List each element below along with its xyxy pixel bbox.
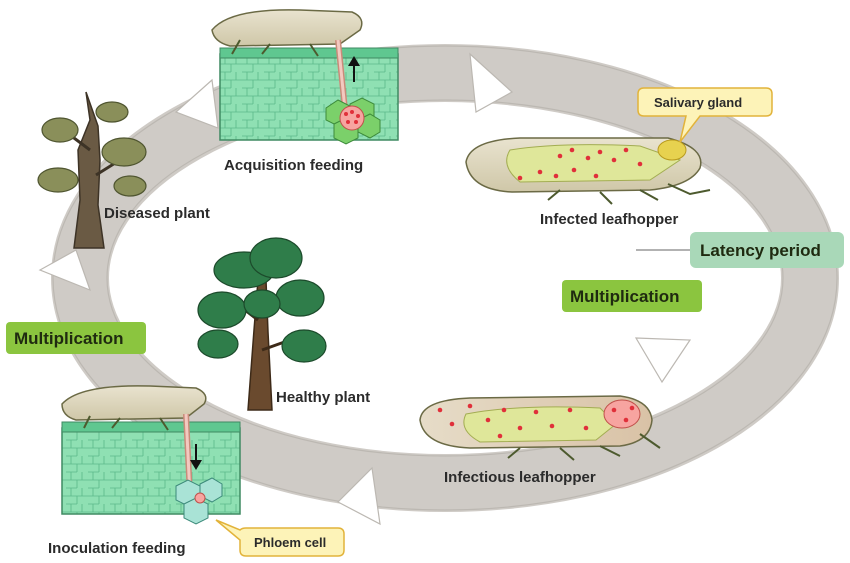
multiplication-tag-right: Multiplication (562, 280, 702, 312)
inoculation-feeding-label: Inoculation feeding (48, 540, 186, 557)
diseased-plant-illustration (37, 91, 147, 249)
multiplication-right-text: Multiplication (570, 287, 680, 306)
healthy-plant-label: Healthy plant (276, 389, 370, 406)
diseased-plant-label: Diseased plant (104, 205, 210, 222)
latency-period-tag: Latency period (690, 232, 844, 268)
phloem-cell-text: Phloem cell (254, 535, 326, 550)
acquisition-feeding-label: Acquisition feeding (224, 157, 363, 174)
multiplication-tag-left: Multiplication (6, 322, 146, 354)
phloem-cell-callout: Phloem cell (215, 519, 345, 557)
infected-leafhopper-label: Infected leafhopper (540, 211, 679, 228)
salivary-gland-callout: Salivary gland (637, 87, 773, 143)
acquisition-feeding-illustration (211, 9, 399, 145)
arrowhead-top-right (469, 52, 514, 113)
healthy-plant-illustration (197, 237, 327, 411)
infected-leafhopper-illustration (465, 137, 711, 205)
arrowhead-top-left (174, 78, 219, 129)
arrowhead-right (634, 337, 692, 384)
cycle-arrowheads (38, 52, 692, 526)
salivary-gland-text: Salivary gland (654, 95, 742, 110)
multiplication-left-text: Multiplication (14, 329, 124, 348)
infectious-leafhopper-illustration (419, 395, 661, 461)
inoculation-feeding-illustration (61, 385, 241, 525)
arrowhead-bottom (336, 466, 381, 526)
arrowhead-left (38, 249, 92, 292)
infectious-leafhopper-label: Infectious leafhopper (444, 469, 596, 486)
latency-period-text: Latency period (700, 241, 821, 260)
